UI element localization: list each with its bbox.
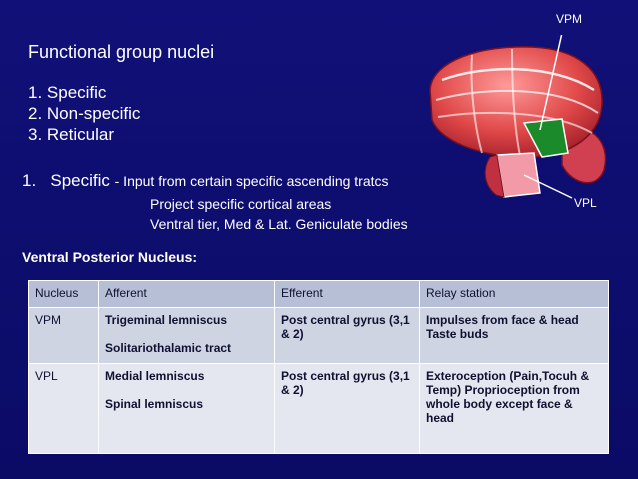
table-row: VPM Trigeminal lemniscus Solitariothalam…	[28, 307, 609, 364]
col-header-relay: Relay station	[419, 280, 609, 308]
vpm-pointer-line	[539, 35, 563, 131]
vpl-pointer-line	[523, 174, 573, 199]
group-item: 3. Reticular	[28, 125, 114, 144]
table-header-row: Nucleus Afferent Efferent Relay station	[28, 280, 609, 308]
specific-detail-1: Project specific cortical areas	[150, 196, 332, 212]
col-header-efferent: Efferent	[274, 280, 420, 308]
specific-detail-2: Ventral tier, Med & Lat. Geniculate bodi…	[150, 216, 408, 232]
vpl-region	[496, 152, 541, 198]
cell-efferent: Post central gyrus (3,1 & 2)	[274, 363, 420, 454]
vpl-label: VPL	[574, 196, 597, 210]
cell-nucleus: VPM	[28, 307, 99, 364]
cell-efferent: Post central gyrus (3,1 & 2)	[274, 307, 420, 364]
section-title: Ventral Posterior Nucleus:	[22, 249, 198, 265]
afferent-line: Spinal lemniscus	[105, 397, 204, 411]
heading: Functional group nuclei	[28, 42, 215, 62]
specific-label: Specific	[50, 171, 110, 190]
cell-afferent: Medial lemniscus Spinal lemniscus	[98, 363, 275, 454]
specific-desc: - Input from certain specific ascending …	[114, 173, 389, 189]
cell-relay: Exteroception (Pain,Tocuh & Temp) Propri…	[419, 363, 609, 454]
functional-group-list: 1. Specific 2. Non-specific 3. Reticular	[28, 82, 140, 145]
group-item: 1. Specific	[28, 83, 107, 102]
table-row: VPL Medial lemniscus Spinal lemniscus Po…	[28, 363, 609, 454]
afferent-line: Solitariothalamic tract	[105, 341, 232, 355]
col-header-afferent: Afferent	[98, 280, 275, 308]
cell-nucleus: VPL	[28, 363, 99, 454]
afferent-line: Trigeminal lemniscus	[105, 313, 228, 327]
vpm-label: VPM	[556, 12, 583, 26]
group-item: 2. Non-specific	[28, 104, 141, 123]
ventral-posterior-table: Nucleus Afferent Efferent Relay station …	[28, 280, 609, 454]
cell-afferent: Trigeminal lemniscus Solitariothalamic t…	[98, 307, 275, 364]
pulvinar-region	[484, 154, 505, 198]
afferent-line: Medial lemniscus	[105, 369, 205, 383]
cell-relay: Impulses from face & head Taste buds	[419, 307, 609, 364]
col-header-nucleus: Nucleus	[28, 280, 99, 308]
specific-row: 1. Specific - Input from certain specifi…	[22, 171, 389, 191]
vpm-region	[522, 118, 569, 158]
specific-number: 1.	[22, 171, 37, 190]
thalamus-illustration	[429, 35, 607, 199]
